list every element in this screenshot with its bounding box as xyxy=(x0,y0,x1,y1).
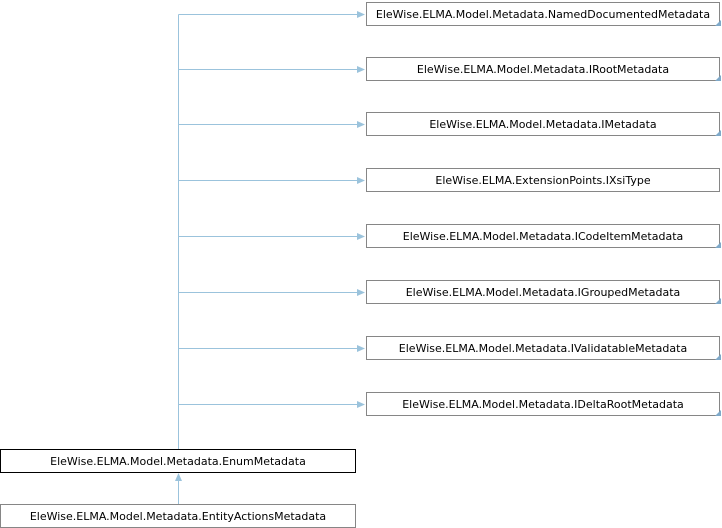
base-node-iroot-metadata[interactable]: EleWise.ELMA.Model.Metadata.IRootMetadat… xyxy=(366,57,722,82)
more-indicator-icon xyxy=(715,354,721,360)
arrow-head-icon xyxy=(357,401,365,408)
node-label: EleWise.ELMA.Model.Metadata.IValidatable… xyxy=(399,342,687,355)
arrow-head-icon xyxy=(357,177,365,184)
base-node-imetadata[interactable]: EleWise.ELMA.Model.Metadata.IMetadata xyxy=(366,112,722,137)
base-node-idelta-root-metadata[interactable]: EleWise.ELMA.Model.Metadata.IDeltaRootMe… xyxy=(366,392,722,417)
more-indicator-icon xyxy=(715,410,721,416)
arrow-head-icon xyxy=(357,11,365,18)
node-label: EleWise.ELMA.Model.Metadata.IGroupedMeta… xyxy=(406,286,681,299)
arrow-head-icon xyxy=(357,66,365,73)
node-label: EleWise.ELMA.Model.Metadata.EnumMetadata xyxy=(50,455,306,468)
arrow-head-icon xyxy=(357,345,365,352)
node-label: EleWise.ELMA.Model.Metadata.IRootMetadat… xyxy=(417,63,669,76)
base-node-igrouped-metadata[interactable]: EleWise.ELMA.Model.Metadata.IGroupedMeta… xyxy=(366,280,722,305)
node-label: EleWise.ELMA.Model.Metadata.IMetadata xyxy=(429,118,656,131)
arrow-head-icon xyxy=(357,233,365,240)
more-indicator-icon xyxy=(715,130,721,136)
node-label: EleWise.ELMA.Model.Metadata.IDeltaRootMe… xyxy=(402,398,684,411)
arrow-head-icon xyxy=(357,289,365,296)
arrow-head-icon xyxy=(175,473,182,481)
derived-node-entity-actions-metadata[interactable]: EleWise.ELMA.Model.Metadata.EntityAction… xyxy=(0,504,356,528)
node-label: EleWise.ELMA.ExtensionPoints.IXsiType xyxy=(435,174,650,187)
base-node-icode-item-metadata[interactable]: EleWise.ELMA.Model.Metadata.ICodeItemMet… xyxy=(366,224,722,249)
arrow-head-icon xyxy=(357,121,365,128)
more-indicator-icon xyxy=(715,20,721,26)
node-label: EleWise.ELMA.Model.Metadata.NamedDocumen… xyxy=(376,8,710,21)
base-node-ixsi-type[interactable]: EleWise.ELMA.ExtensionPoints.IXsiType xyxy=(366,168,720,192)
more-indicator-icon xyxy=(715,298,721,304)
base-node-ivalidatable-metadata[interactable]: EleWise.ELMA.Model.Metadata.IValidatable… xyxy=(366,336,722,361)
current-node-enum-metadata: EleWise.ELMA.Model.Metadata.EnumMetadata xyxy=(0,449,356,473)
more-indicator-icon xyxy=(715,75,721,81)
base-node-named-documented-metadata[interactable]: EleWise.ELMA.Model.Metadata.NamedDocumen… xyxy=(366,2,722,27)
node-label: EleWise.ELMA.Model.Metadata.ICodeItemMet… xyxy=(403,230,684,243)
node-label: EleWise.ELMA.Model.Metadata.EntityAction… xyxy=(30,510,326,523)
more-indicator-icon xyxy=(715,242,721,248)
inheritance-edges xyxy=(175,11,365,504)
